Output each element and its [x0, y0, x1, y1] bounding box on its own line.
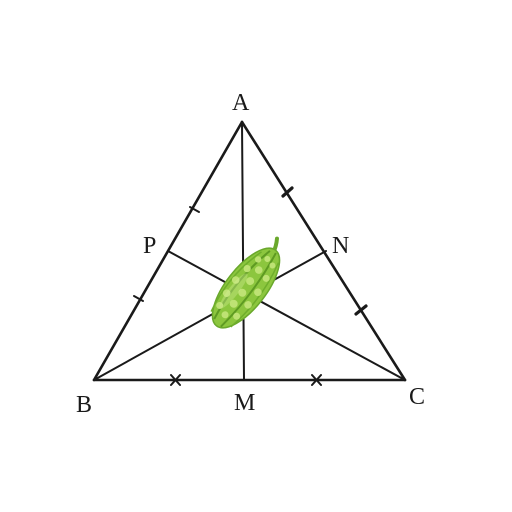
label-m: M	[234, 390, 255, 416]
segment-a-m	[241, 121, 245, 381]
tick-ac-lower	[354, 304, 368, 316]
label-c: C	[409, 384, 425, 410]
label-n: N	[332, 233, 349, 259]
segment-b-n	[93, 250, 327, 381]
cross-mark-bm	[170, 374, 181, 386]
tick-ac-upper	[281, 186, 294, 198]
side-ac	[240, 120, 407, 382]
label-a: A	[232, 90, 250, 116]
gourd-body	[211, 247, 281, 329]
segment-c-p	[167, 250, 406, 381]
tick-ab-upper	[189, 206, 200, 213]
bitter-gourd-icon	[210, 236, 281, 329]
cross-mark-mc	[311, 374, 322, 386]
tick-ab-lower	[133, 295, 144, 302]
label-b: B	[76, 392, 92, 418]
label-p: P	[143, 233, 156, 259]
